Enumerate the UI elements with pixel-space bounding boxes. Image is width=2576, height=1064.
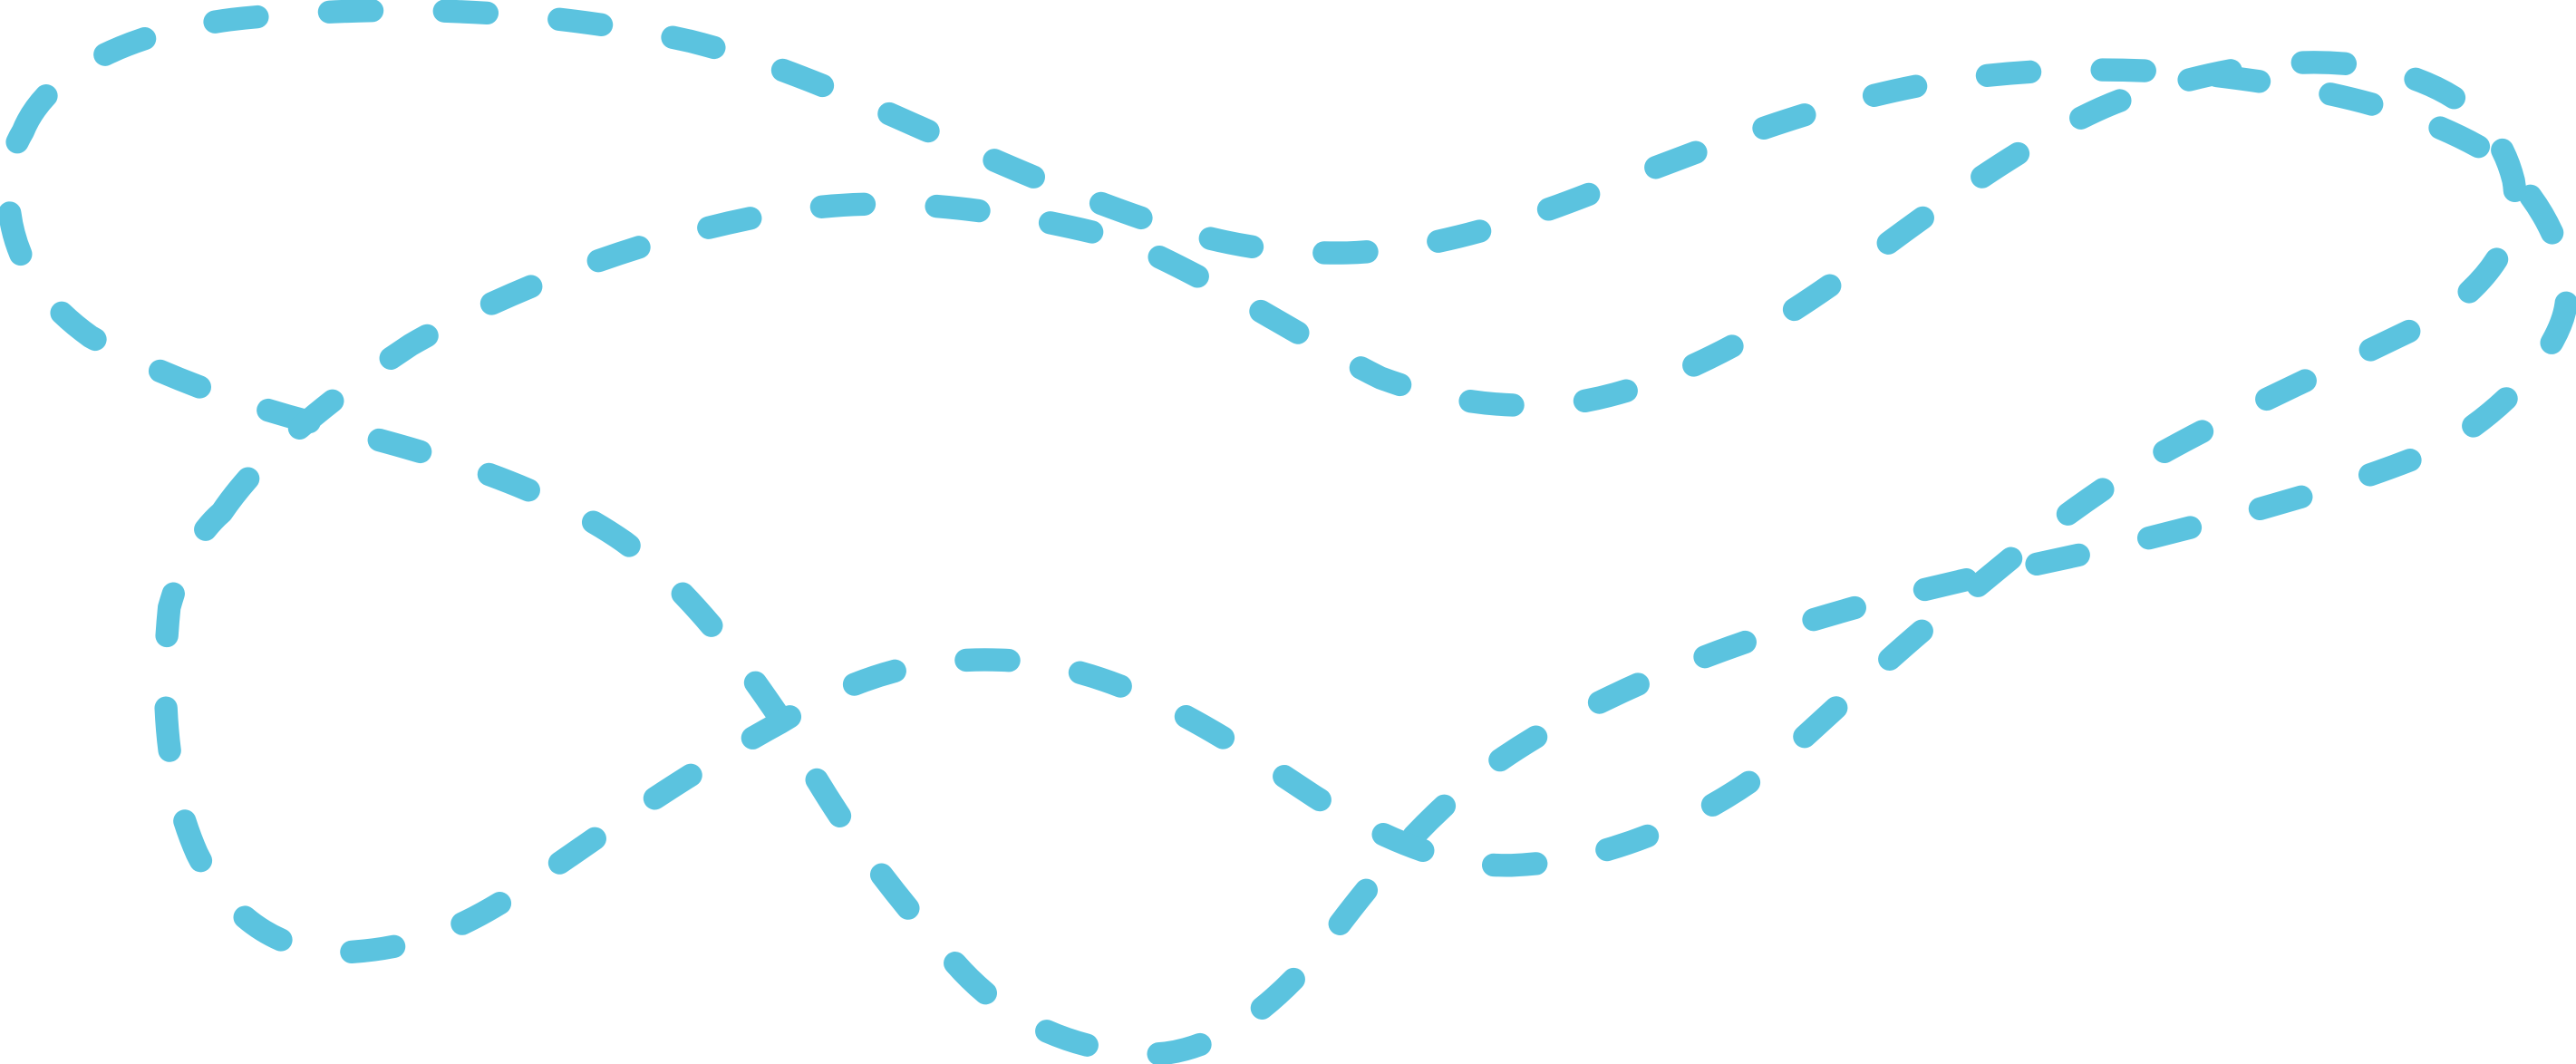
loop-path-center [153, 51, 2527, 964]
